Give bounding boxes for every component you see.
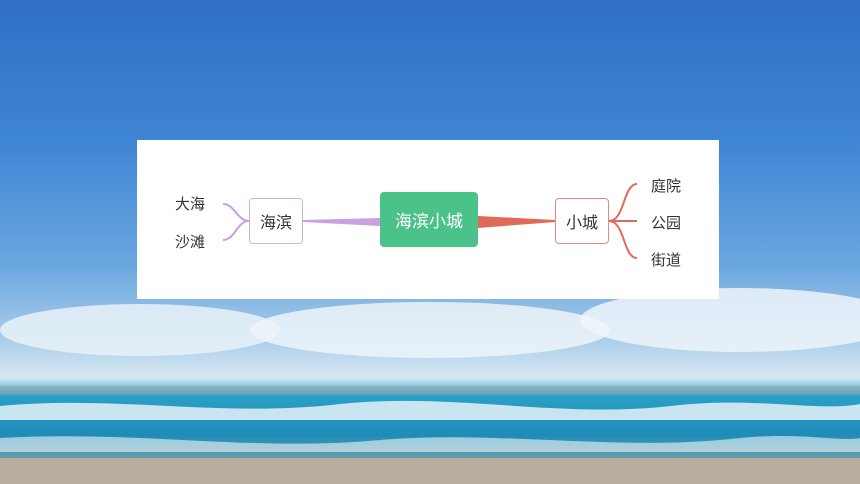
leaf-node-left-2[interactable]: 沙滩 [175, 233, 206, 251]
connector-right-children [608, 183, 638, 259]
leaf-node-left-1[interactable]: 大海 [175, 195, 206, 213]
branch-node-right[interactable]: 小城 [555, 198, 609, 244]
connector-left-children [222, 203, 250, 241]
connector-root-right [478, 216, 555, 228]
branch-node-left[interactable]: 海滨 [249, 198, 303, 244]
connector-root-left [303, 218, 380, 226]
leaf-node-right-1[interactable]: 庭院 [651, 177, 682, 195]
mindmap-card: 海滨小城 海滨 小城 大海 沙滩 庭院 公园 街道 [137, 140, 719, 299]
root-node[interactable]: 海滨小城 [380, 192, 478, 247]
leaf-node-right-3[interactable]: 街道 [651, 251, 682, 269]
mindmap-connectors [222, 183, 638, 259]
leaf-node-right-2[interactable]: 公园 [651, 214, 682, 232]
